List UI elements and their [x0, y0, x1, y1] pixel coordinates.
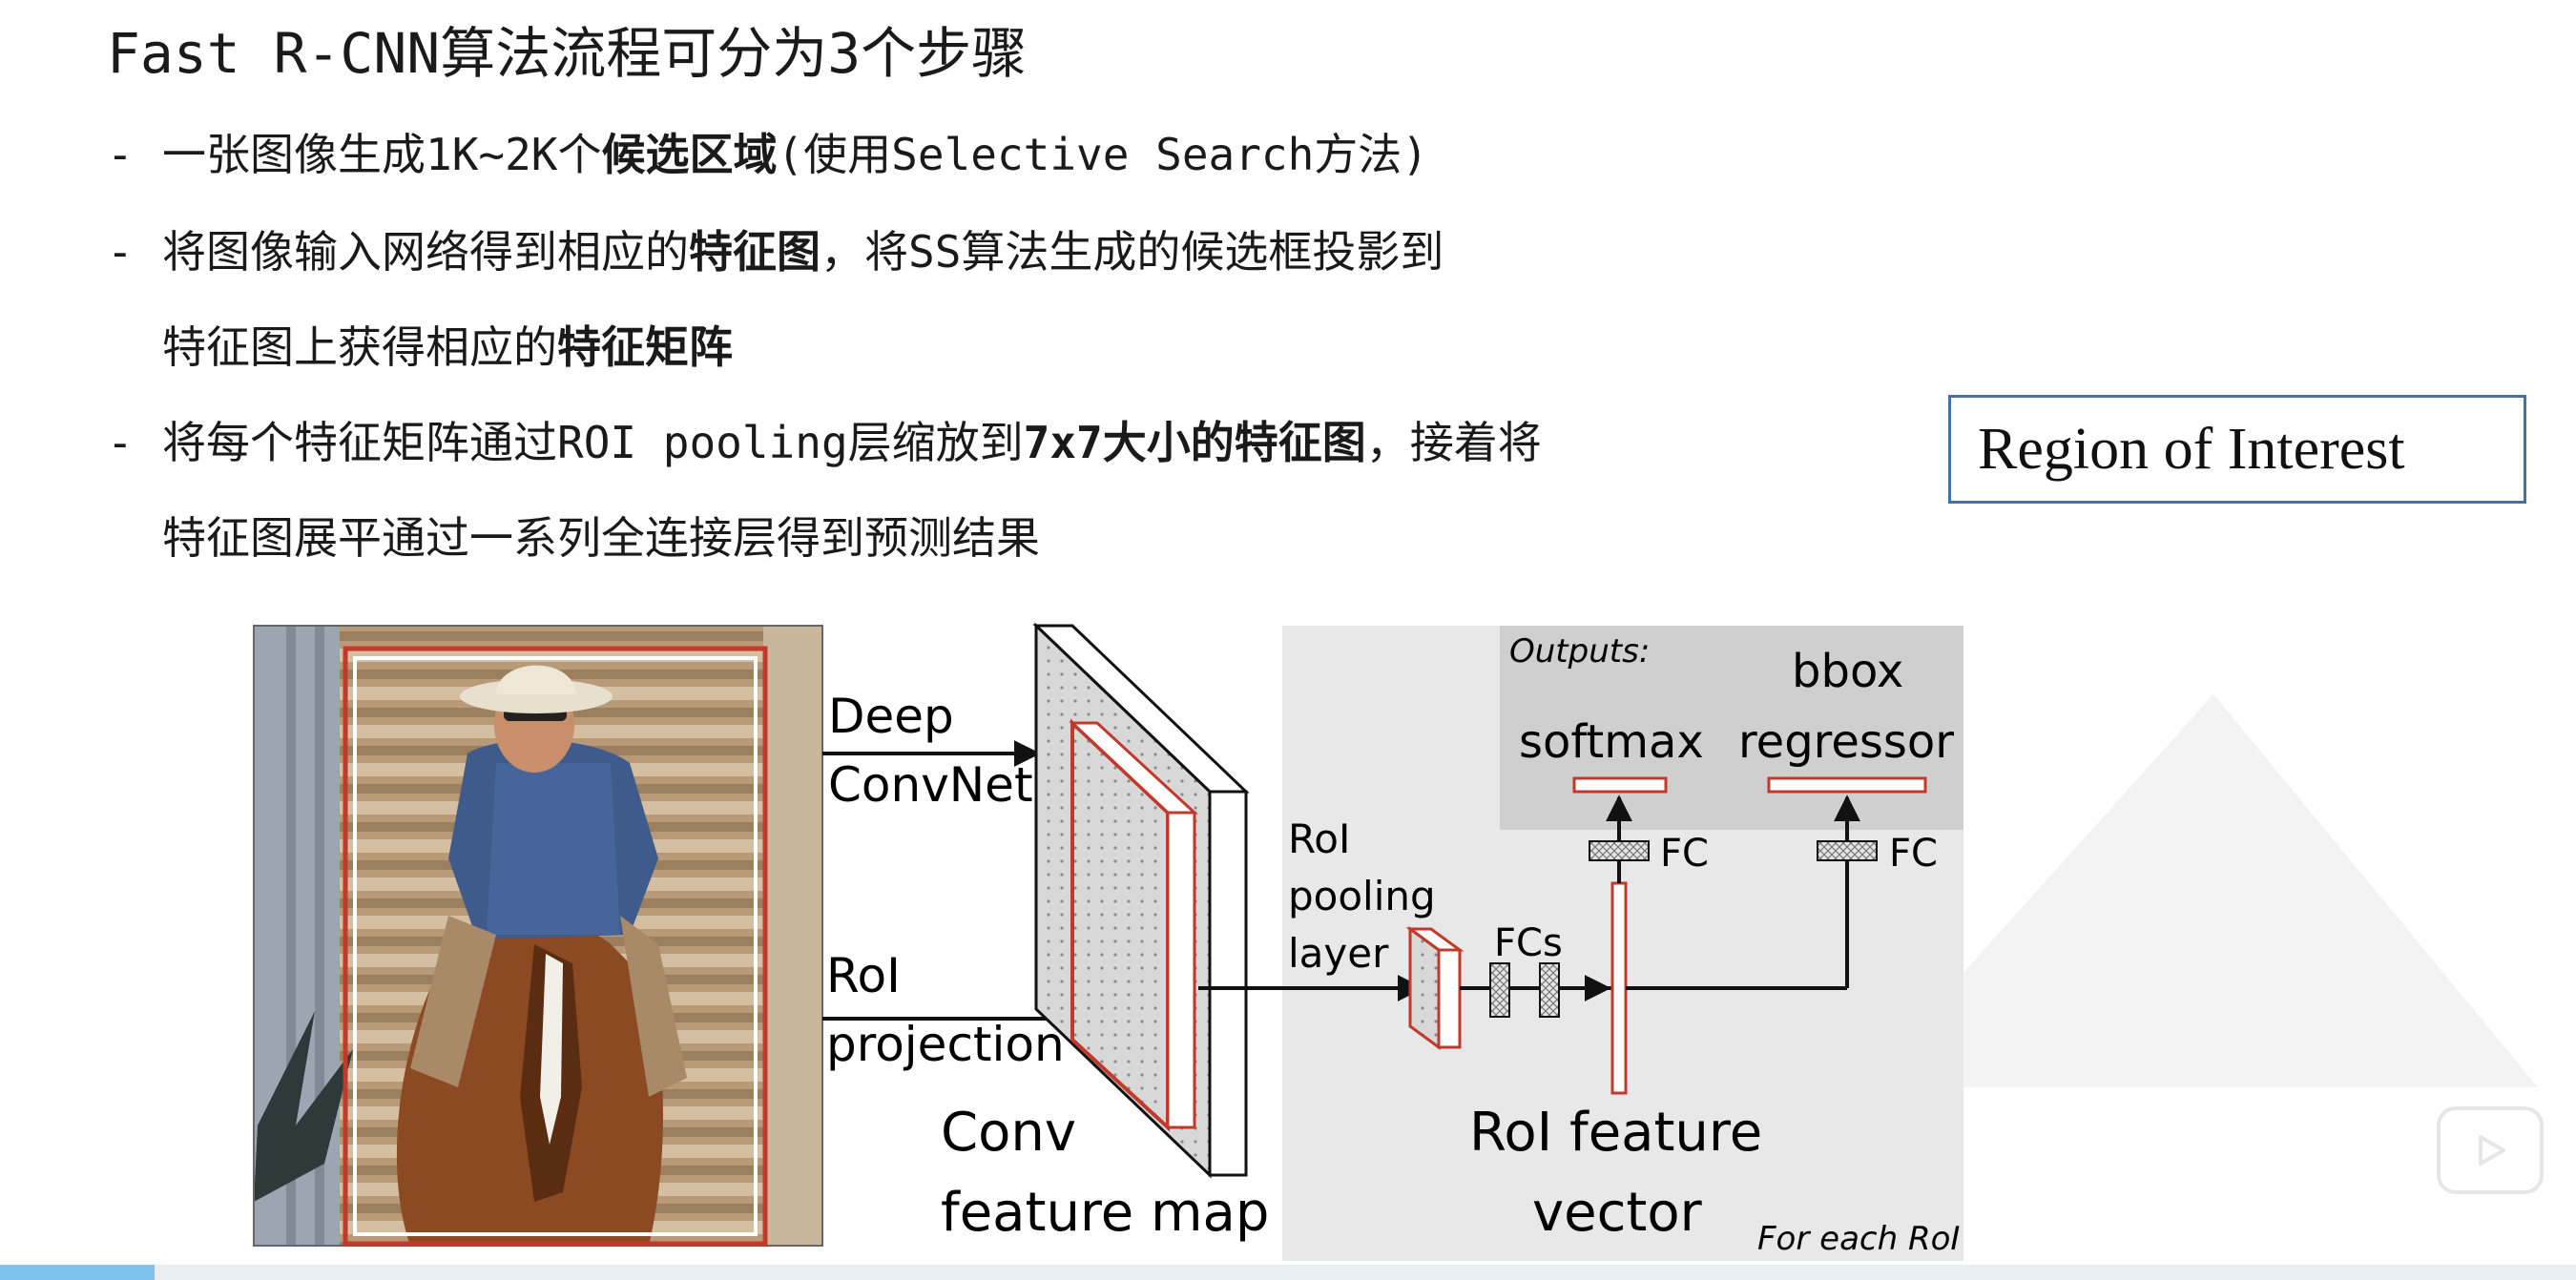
softmax-output-bar	[1572, 776, 1668, 794]
slide-title: Fast R-CNN算法流程可分为3个步骤	[107, 21, 1028, 86]
regressor-label: regressor	[1738, 715, 1954, 769]
bullet-2-continuation: 特征图上获得相应的特征矩阵	[162, 319, 733, 376]
roi-feature-vector-bar	[1610, 881, 1628, 1095]
bullet-3-text-b: ，接着将	[1365, 417, 1542, 468]
roi-pooling-label-3: layer	[1288, 930, 1389, 977]
bullet-1: -一张图像生成1K~2K个候选区域(使用Selective Search方法)	[107, 126, 1428, 183]
play-button[interactable]	[2437, 1106, 2544, 1194]
deep-label: Deep	[828, 689, 954, 744]
roi-inner-outline	[353, 656, 758, 1236]
bbox-label: bbox	[1792, 645, 1903, 698]
region-of-interest-box: Region of Interest	[1948, 395, 2526, 504]
video-progress-fill	[0, 1265, 155, 1280]
conv-label: Conv	[941, 1102, 1076, 1164]
roi-pooling-output-block	[1405, 926, 1465, 1050]
roi-pooling-label-1: RoI	[1288, 815, 1350, 862]
fcs-label: FCs	[1494, 921, 1563, 965]
for-each-roi-label: For each RoI	[1757, 1220, 1960, 1258]
bullet-2-text-b: ，将SS算法生成的候选框投影到	[821, 226, 1444, 278]
bullet-3: -将每个特征矩阵通过ROI pooling层缩放到7x7大小的特征图，接着将	[107, 414, 1542, 471]
bullet-1-text-a: 一张图像生成1K~2K个	[162, 129, 602, 180]
softmax-label: softmax	[1519, 715, 1704, 769]
bullet-2-bold: 特征图	[689, 226, 821, 278]
bullet-dash: -	[107, 417, 134, 468]
bullet-3-bold: 7x7大小的特征图	[1023, 417, 1366, 468]
fc-right-label: FC	[1889, 832, 1938, 876]
bullet-3-text-a: 将每个特征矩阵通过ROI pooling层缩放到	[162, 417, 1024, 468]
fc-left-block	[1589, 840, 1650, 861]
bullet-3-continuation: 特征图展平通过一系列全连接层得到预测结果	[162, 509, 1040, 567]
fc-block-2	[1539, 962, 1560, 1018]
roi-label: RoI	[826, 948, 901, 1003]
bullet-2-cont-bold: 特征矩阵	[557, 321, 733, 373]
roi-rectangle	[343, 646, 768, 1247]
bullet-1-bold: 候选区域	[601, 129, 778, 180]
bullet-2-text-a: 将图像输入网络得到相应的	[162, 226, 689, 278]
bbox-output-bar	[1767, 776, 1927, 794]
fc-left-label: FC	[1660, 832, 1709, 876]
bullet-dash: -	[107, 129, 134, 180]
fc-block-1	[1489, 962, 1510, 1018]
video-progress-bar[interactable]	[0, 1265, 2576, 1280]
bullet-dash: -	[107, 226, 134, 278]
convnet-label: ConvNet	[828, 757, 1033, 813]
roi-pooling-label-2: pooling	[1288, 873, 1436, 919]
play-icon	[2479, 1135, 2505, 1166]
fc-right-block	[1817, 840, 1878, 861]
roi-feature-label: RoI feature	[1469, 1102, 1762, 1164]
projection-label: projection	[826, 1017, 1065, 1072]
bullet-3-cont-text: 特征图展平通过一系列全连接层得到预测结果	[162, 512, 1040, 564]
outputs-panel	[1500, 626, 1963, 830]
bullet-2: -将图像输入网络得到相应的特征图，将SS算法生成的候选框投影到	[107, 223, 1444, 280]
cowboy-on-horse-photo	[254, 626, 822, 1246]
conv-feature-map-block	[1032, 622, 1250, 1179]
bullet-1-text-b: (使用Selective Search方法)	[777, 129, 1428, 180]
bullet-2-cont-text: 特征图上获得相应的	[162, 321, 557, 373]
vector-label: vector	[1532, 1182, 1703, 1244]
outputs-label: Outputs:	[1509, 632, 1650, 671]
feature-map-label: feature map	[941, 1182, 1269, 1244]
